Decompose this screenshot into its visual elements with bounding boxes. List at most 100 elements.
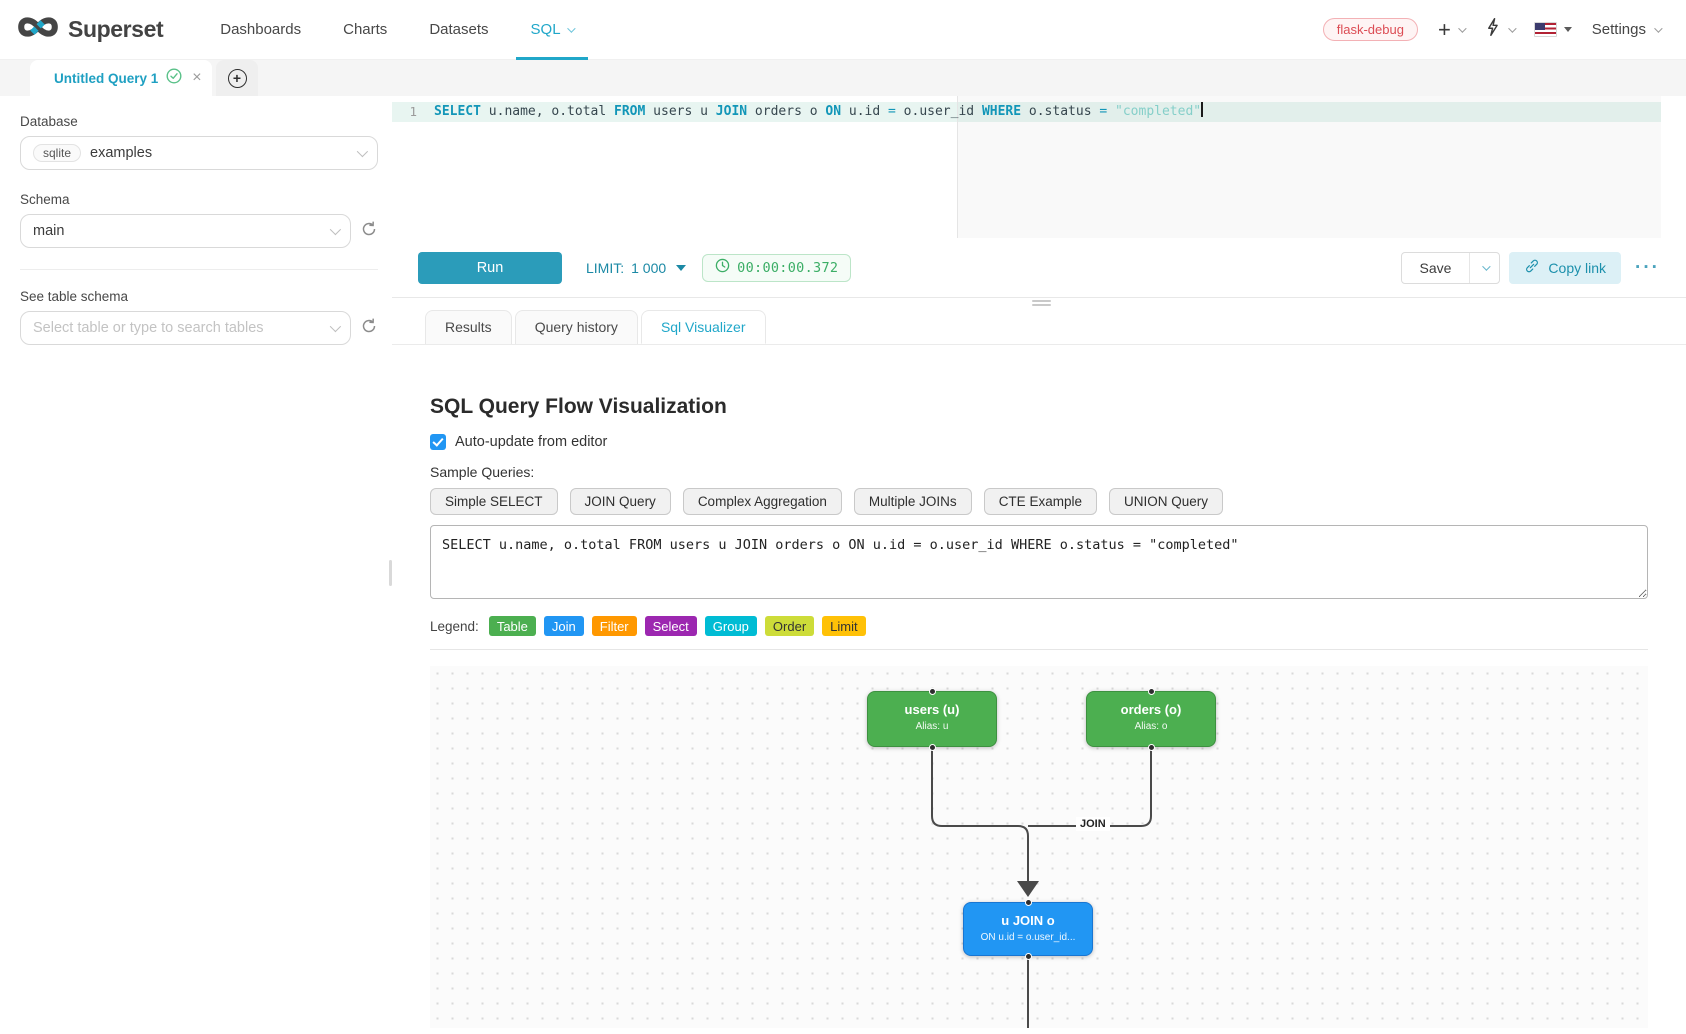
navbar-right: flask-debug + Settings (1322, 0, 1686, 59)
refresh-icon[interactable] (360, 220, 378, 243)
database-label: Database (20, 114, 78, 129)
nav-item-sql[interactable]: SQL (510, 0, 594, 60)
flow-node-users[interactable]: users (u) Alias: u (867, 691, 997, 747)
tab-sql-visualizer[interactable]: Sql Visualizer (640, 310, 766, 344)
chevron-down-icon (1482, 261, 1491, 271)
superset-logo[interactable]: Superset (16, 13, 164, 46)
legend-chip-order: Order (764, 616, 815, 636)
timer-value: 00:00:00.372 (737, 259, 839, 276)
query-search-menu[interactable] (1484, 17, 1517, 42)
arrowhead-icon (1017, 881, 1039, 897)
main-nav: Dashboards Charts Datasets SQL (199, 0, 593, 60)
run-button[interactable]: Run (418, 251, 562, 284)
refresh-icon[interactable] (360, 317, 378, 340)
legend-chip-join: Join (543, 616, 584, 636)
language-picker[interactable] (1533, 22, 1572, 37)
legend-chip-group: Group (704, 616, 757, 636)
query-timer: 00:00:00.372 (702, 253, 852, 282)
plus-icon: + (1437, 16, 1451, 42)
limit-dropdown[interactable]: LIMIT: 1 000 (586, 259, 687, 276)
sample-multiple-joins-button[interactable]: Multiple JOINs (853, 488, 972, 515)
query-text-input[interactable]: SELECT u.name, o.total FROM users u JOIN… (430, 525, 1648, 599)
query-tab-active[interactable]: Untitled Query 1 × (30, 60, 212, 96)
legend-chip-limit: Limit (822, 616, 866, 636)
plus-circle-icon: + (227, 68, 247, 88)
brand-name: Superset (68, 16, 164, 42)
sql-editor[interactable]: 1 SELECT u.name, o.total FROM users u JO… (392, 96, 1661, 238)
sample-cte-example-button[interactable]: CTE Example (983, 488, 1097, 515)
section-divider (430, 649, 1648, 650)
tab-query-history[interactable]: Query history (514, 310, 638, 344)
page-title: SQL Query Flow Visualization (430, 395, 727, 418)
editor-print-margin (957, 96, 1661, 238)
sample-query-buttons: Simple SELECT JOIN Query Complex Aggrega… (430, 488, 1648, 515)
new-query-tab-button[interactable]: + (216, 60, 258, 96)
legend: Legend: Table Join Filter Select Group O… (430, 616, 1648, 636)
limit-value: 1 000 (631, 259, 667, 276)
check-circle-icon (166, 67, 182, 89)
auto-update-checkbox-row[interactable]: Auto-update from editor (430, 434, 1648, 450)
chevron-down-icon (329, 320, 342, 333)
navbar-left: Superset Dashboards Charts Datasets SQL (0, 0, 594, 60)
environment-badge: flask-debug (1322, 18, 1418, 41)
table-select[interactable]: Select table or type to search tables (20, 311, 351, 345)
settings-menu[interactable]: Settings (1592, 21, 1663, 38)
table-select-placeholder: Select table or type to search tables (33, 320, 264, 336)
south-pane: Results Query history Sql Visualizer SQL… (392, 298, 1686, 1034)
pane-splitter-handle[interactable] (1032, 300, 1051, 308)
legend-chip-table: Table (488, 616, 536, 636)
sample-complex-aggregation-button[interactable]: Complex Aggregation (682, 488, 842, 515)
node-handle (929, 688, 936, 695)
clock-icon (715, 258, 730, 277)
sample-queries-label: Sample Queries: (430, 464, 535, 480)
sample-union-query-button[interactable]: UNION Query (1108, 488, 1223, 515)
caret-down-icon (1563, 27, 1572, 32)
schema-value: main (33, 223, 65, 239)
nav-item-dashboards[interactable]: Dashboards (220, 21, 302, 38)
legend-label: Legend: (430, 618, 479, 634)
new-item-menu[interactable]: + (1437, 16, 1467, 42)
legend-chip-select: Select (644, 616, 697, 636)
sql-visualizer-panel: SQL Query Flow Visualization Auto-update… (392, 395, 1686, 1028)
lightning-bolt-icon (1484, 17, 1501, 42)
chevron-down-icon (1507, 23, 1517, 33)
editor-line-number: 1 (409, 104, 417, 119)
schema-select[interactable]: main (20, 214, 351, 248)
close-icon[interactable]: × (192, 69, 202, 86)
save-split-button: Save (1400, 251, 1501, 284)
chevron-down-icon (566, 23, 576, 33)
flow-edges (931, 749, 1152, 1028)
tab-results[interactable]: Results (425, 310, 512, 344)
panel-resize-handle[interactable] (389, 560, 392, 586)
database-select[interactable]: sqlite examples (20, 136, 378, 170)
us-flag-icon (1533, 22, 1557, 37)
node-handle (929, 744, 936, 751)
node-handle (1148, 688, 1155, 695)
nav-item-charts[interactable]: Charts (343, 21, 388, 38)
copy-link-button[interactable]: Copy link (1509, 251, 1622, 284)
node-handle (1148, 744, 1155, 751)
node-handle (1025, 899, 1032, 906)
flow-node-join[interactable]: u JOIN o ON u.id = o.user_id... (963, 902, 1093, 956)
flow-node-orders[interactable]: orders (o) Alias: o (1086, 691, 1216, 747)
sample-simple-select-button[interactable]: Simple SELECT (430, 488, 558, 515)
query-tab-label: Untitled Query 1 (54, 70, 159, 86)
query-tab-strip: Untitled Query 1 × + (0, 60, 1686, 96)
sample-join-query-button[interactable]: JOIN Query (569, 488, 671, 515)
sidebar-divider (20, 269, 378, 270)
sql-code-line: SELECT u.name, o.total FROM users u JOIN… (434, 102, 1203, 119)
edge-label-join: JOIN (1076, 817, 1110, 831)
more-actions-button[interactable]: ··· (1635, 257, 1660, 278)
query-flow-canvas[interactable]: JOIN users (u) Alias: u orders (o) Alias… (430, 666, 1648, 1028)
save-button[interactable]: Save (1419, 259, 1452, 276)
chevron-down-icon (329, 223, 342, 236)
chevron-down-icon (1457, 23, 1467, 33)
result-tabs: Results Query history Sql Visualizer (392, 310, 1686, 345)
chevron-down-icon (356, 145, 369, 158)
top-navbar: Superset Dashboards Charts Datasets SQL (0, 0, 1686, 60)
nav-item-datasets[interactable]: Datasets (429, 21, 489, 38)
checkbox-checked-icon[interactable] (430, 434, 446, 450)
editor-active-line (392, 102, 1661, 122)
save-options-button[interactable] (1469, 252, 1499, 283)
